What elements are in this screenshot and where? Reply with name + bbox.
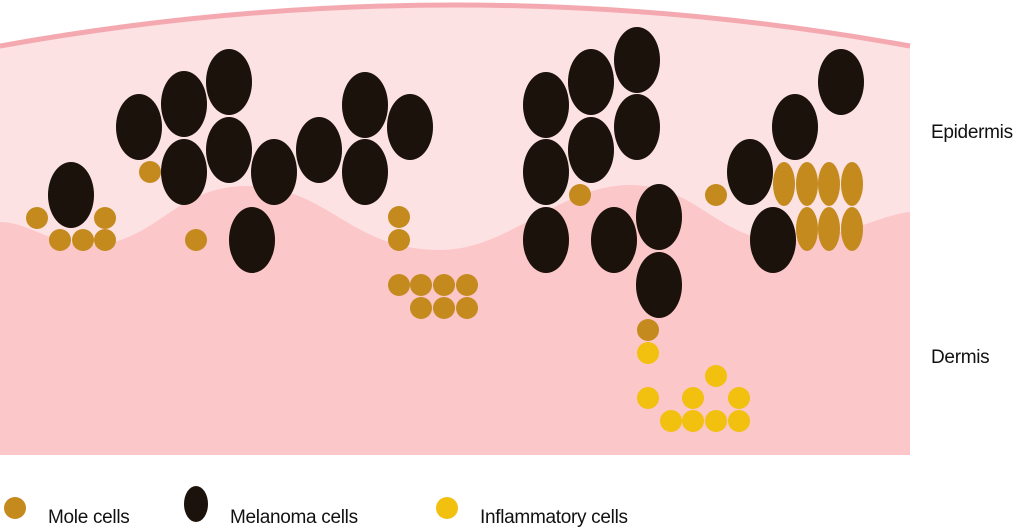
melanoma-cell [116,94,162,160]
mole-cell-icon [4,497,26,519]
mole-cell [388,206,410,228]
melanoma-cell [591,207,637,273]
mole-cell [72,229,94,251]
inflammatory-cell [637,342,659,364]
mole-cell [49,229,71,251]
melanoma-cell [568,49,614,115]
melanoma-cell [614,27,660,93]
inflammatory-cell [682,387,704,409]
mole-cell [26,207,48,229]
mole-cell [841,207,863,251]
melanoma-cell [161,139,207,205]
mole-cell [94,229,116,251]
melanoma-cell [206,117,252,183]
skin-surface-line [0,2,911,49]
legend-label-mole: Mole cells [48,507,129,528]
mole-cell [185,229,207,251]
melanoma-cell [523,207,569,273]
melanoma-cell [636,184,682,250]
mole-cell [796,207,818,251]
inflammatory-cells [637,342,750,432]
melanoma-cell [772,94,818,160]
mole-cell [94,207,116,229]
mole-cell [139,161,161,183]
melanoma-cell [636,252,682,318]
mole-cell [388,274,410,296]
melanoma-cell [614,94,660,160]
inflammatory-cell [660,410,682,432]
epidermis-label: Epidermis [931,122,1013,143]
mole-cells [26,161,863,341]
mole-cell [818,162,840,206]
legend: Mole cells Melanoma cells Inflammatory c… [4,486,628,528]
dermis-label: Dermis [931,347,990,368]
melanoma-cell [229,207,275,273]
melanoma-cell [48,162,94,228]
melanoma-cell [818,49,864,115]
melanoma-cell [296,117,342,183]
inflammatory-cell [728,387,750,409]
melanoma-cell [523,139,569,205]
mole-cell [456,274,478,296]
mole-cell [841,162,863,206]
melanoma-cell [161,71,207,137]
mole-cell [637,319,659,341]
melanoma-cell [387,94,433,160]
inflammatory-cell [637,387,659,409]
inflammatory-cell [728,410,750,432]
inflammatory-cell [705,365,727,387]
mole-cell [410,297,432,319]
inflammatory-cell [682,410,704,432]
mole-cell [773,162,795,206]
mole-cell [705,184,727,206]
mole-cell [433,297,455,319]
melanoma-cell [727,139,773,205]
legend-label-melanoma: Melanoma cells [230,507,358,528]
mole-cell [410,274,432,296]
mole-cell [388,229,410,251]
mole-cell [818,207,840,251]
melanoma-cell [568,117,614,183]
mole-cell [433,274,455,296]
melanoma-cell [750,207,796,273]
melanoma-cells [48,27,864,318]
melanoma-cell-icon [184,486,208,522]
legend-label-inflammatory: Inflammatory cells [480,507,628,528]
inflammatory-cell [705,410,727,432]
melanoma-cell [523,72,569,138]
mole-cell [796,162,818,206]
dermis-layer [0,185,910,455]
melanoma-cell [342,139,388,205]
melanoma-cell [251,139,297,205]
melanoma-cell [206,49,252,115]
inflammatory-cell-icon [436,497,458,519]
melanoma-cell [342,72,388,138]
mole-cell [569,184,591,206]
mole-cell [456,297,478,319]
